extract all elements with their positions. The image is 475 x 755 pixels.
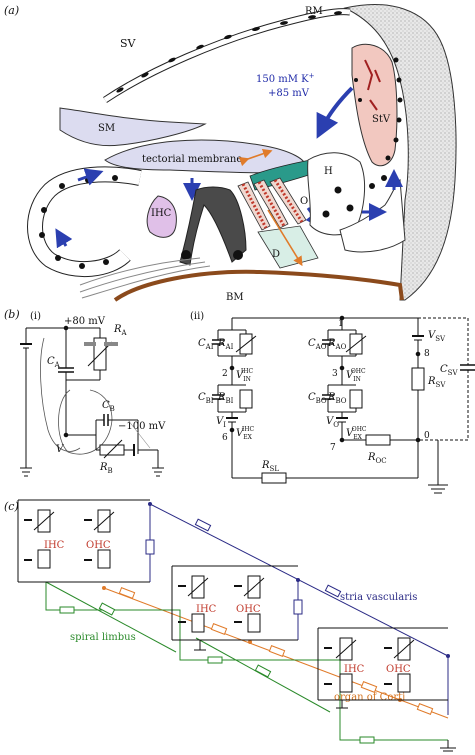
- cell-block-1: [17, 499, 150, 583]
- endocochlear-potential-label: +85 mV: [268, 88, 310, 99]
- panel-b-sub-ii: (ii): [190, 311, 204, 322]
- panel-a: (a) SV RM StV 150 mM K+ +8: [4, 4, 457, 303]
- vsv-label: VSV: [428, 330, 446, 343]
- inner-hair-cell: [146, 195, 177, 238]
- rai-label: RAI: [217, 338, 234, 351]
- k-flow-arrow: [316, 86, 354, 139]
- deiters-cells: [257, 225, 319, 269]
- node-6: 6: [222, 433, 228, 443]
- h-label: H: [324, 166, 333, 177]
- k-concentration-label: 150 mM K+: [256, 72, 315, 85]
- ca-label: CA: [47, 356, 61, 369]
- ihc-label-3: IHC: [344, 664, 365, 675]
- limbus-label: spiral limbus: [70, 632, 136, 643]
- circuit-single-cell: +80 mV CA RA V CB: [20, 316, 166, 477]
- cai-label: CAI: [198, 338, 214, 351]
- vin-ihc-label: VINIHC: [236, 368, 253, 383]
- ohc-label-2: OHC: [236, 604, 261, 615]
- node-3: 3: [332, 369, 338, 379]
- panel-c: (c) stria vascularis organ of Corti: [4, 499, 456, 752]
- cb-label: CB: [102, 400, 115, 413]
- reissners-membrane: [103, 8, 351, 103]
- ihc-label-1: IHC: [44, 540, 65, 551]
- d-label: D: [272, 249, 280, 260]
- panel-b-sub-i: (i): [30, 311, 41, 322]
- sulcus-arrow-1: [77, 168, 104, 186]
- o-label: O: [300, 196, 308, 207]
- roc-label: ROC: [367, 452, 387, 465]
- cbi-label: CBI: [198, 392, 214, 405]
- cbo-label: CBO: [308, 392, 327, 405]
- ohc-label-3: OHC: [386, 664, 411, 675]
- reissner-nuclei: [116, 11, 342, 93]
- panel-b-label: (b): [4, 308, 20, 321]
- rao-label: RAO: [327, 338, 347, 351]
- tectorial-label: tectorial membrane: [142, 154, 242, 165]
- vin-ohc-label: VINOHC: [346, 368, 366, 383]
- outer-hair-cells: [237, 177, 307, 231]
- node-2: 2: [222, 369, 228, 379]
- rbi-label: RBI: [217, 392, 234, 405]
- corti-label: organ of Corti: [334, 692, 405, 703]
- ra-label: RA: [113, 324, 128, 337]
- cell-block-3: [317, 627, 448, 701]
- v-minus-label: −100 mV: [118, 421, 166, 432]
- stria-label: stria vascularis: [340, 592, 417, 603]
- ohc-motion-arrow: [267, 209, 303, 267]
- v-label: V: [56, 444, 65, 455]
- node-8: 8: [424, 349, 430, 359]
- node-1: 1: [338, 319, 344, 329]
- panel-c-label: (c): [4, 500, 19, 513]
- node-0: 0: [424, 431, 430, 441]
- rsv-label: RSV: [427, 376, 446, 389]
- sulcus-arrow-2: [55, 228, 73, 249]
- vex-ihc-label: VEXIHC: [236, 426, 254, 441]
- stria-cell-nuclei: [354, 57, 403, 161]
- vi-label: VI: [216, 416, 226, 429]
- basilar-membrane: [113, 269, 404, 302]
- cell-block-2: [171, 565, 298, 641]
- rbo-label: RBO: [327, 392, 347, 405]
- node-7: 7: [330, 443, 336, 453]
- ohc-label-1: OHC: [86, 540, 111, 551]
- bm-label: BM: [226, 292, 244, 303]
- panel-b: (b) (i) (ii) +80 mV CA RA: [4, 308, 475, 494]
- rm-label: RM: [305, 6, 323, 17]
- hensen-cells: [307, 152, 365, 236]
- v-plus-label: +80 mV: [64, 316, 106, 327]
- sm-label: SM: [98, 123, 115, 134]
- ihc-label-2: IHC: [196, 604, 217, 615]
- panel-a-label: (a): [4, 4, 19, 17]
- ihc-label: IHC: [151, 208, 172, 219]
- nerve-fibres: [79, 257, 211, 299]
- limbus-line: [45, 582, 448, 741]
- stv-label: StV: [372, 114, 391, 125]
- cao-label: CAO: [308, 338, 327, 351]
- csv-label: CSV: [440, 364, 458, 377]
- grounds: [194, 640, 456, 752]
- stria-vessels: [364, 59, 381, 111]
- vex-ohc-label: VEXOHC: [346, 426, 367, 441]
- rb-label: RB: [99, 462, 113, 475]
- rsl-label: RSL: [261, 460, 279, 473]
- spiral-limbus: [59, 107, 207, 147]
- vo-label: VO: [326, 416, 339, 429]
- circuit-two-cell: 1 CAI RAI 2 VINIHC: [198, 315, 475, 494]
- cell-outline: [58, 389, 113, 455]
- tectorial-motion-arrow: [238, 149, 273, 167]
- sv-label: SV: [120, 37, 137, 50]
